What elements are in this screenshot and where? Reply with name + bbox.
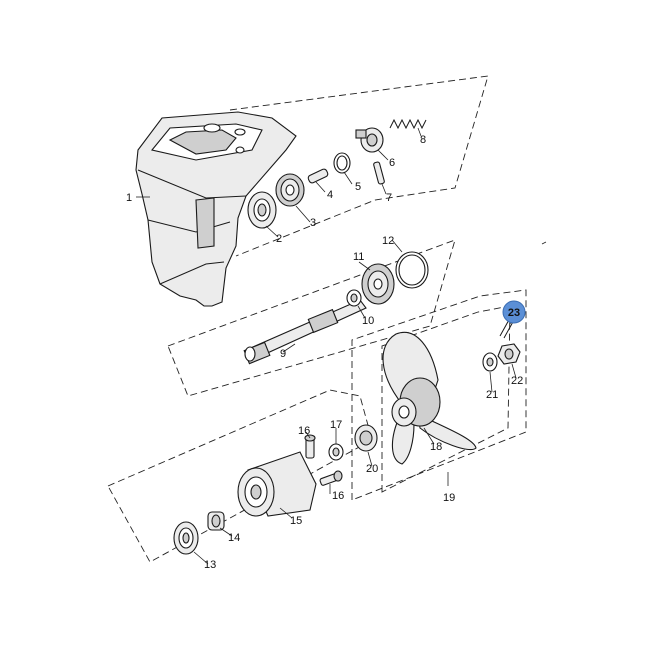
callout-9: 9 xyxy=(280,348,286,360)
group-housing-dashed-boundary xyxy=(107,389,373,563)
callout-11: 11 xyxy=(353,251,364,263)
gear-case-part[interactable] xyxy=(135,111,297,307)
callout-22: 22 xyxy=(511,375,523,387)
o-ring-12-part[interactable] xyxy=(395,251,429,289)
callout-8: 8 xyxy=(420,134,426,146)
callout-19: 19 xyxy=(443,492,455,504)
callout-23-highlight[interactable]: 23 xyxy=(502,300,526,324)
group-propeller-inner-dashed-boundary xyxy=(381,305,511,493)
callout-20: 20 xyxy=(366,463,378,475)
washer-21-part[interactable] xyxy=(482,352,498,372)
callout-1: 1 xyxy=(126,192,132,204)
callout-6: 6 xyxy=(389,157,395,169)
callout-18: 18 xyxy=(430,441,442,453)
pin-7-part[interactable] xyxy=(373,161,385,185)
group-shaft-dashed-boundary xyxy=(167,239,456,397)
propeller-shaft-9-part[interactable] xyxy=(243,299,367,365)
pinion-gear-3-part[interactable] xyxy=(275,173,305,207)
callout-16-upper: 16 xyxy=(298,425,310,437)
spring-8-part[interactable] xyxy=(389,118,427,130)
thrust-washer-20-part[interactable] xyxy=(354,424,378,452)
callout-10: 10 xyxy=(362,315,374,327)
o-ring-5-part[interactable] xyxy=(333,152,351,174)
shaft-housing-15-part[interactable] xyxy=(237,451,317,517)
callout-21: 21 xyxy=(486,389,498,401)
pin-4-part[interactable] xyxy=(307,168,329,184)
group-upper-dashed-boundary xyxy=(229,75,489,257)
washer-17-part[interactable] xyxy=(328,443,344,461)
plunger-6-part[interactable] xyxy=(355,127,384,153)
bearing-13-part[interactable] xyxy=(173,521,199,555)
callout-23: 23 xyxy=(508,307,520,319)
forward-gear-11-part[interactable] xyxy=(361,263,395,305)
callout-2: 2 xyxy=(276,233,282,245)
margin-tick xyxy=(541,241,547,245)
bearing-2-part[interactable] xyxy=(247,191,277,229)
callout-7: 7 xyxy=(386,192,392,204)
group-propeller-dashed-boundary xyxy=(351,289,527,501)
callout-15: 15 xyxy=(290,515,302,527)
callout-4: 4 xyxy=(327,189,333,201)
bushing-14-part[interactable] xyxy=(207,511,225,531)
propeller-18-part[interactable] xyxy=(382,331,477,465)
leader-lines xyxy=(136,127,517,565)
callout-14: 14 xyxy=(228,532,240,544)
bolt-16-upper-part[interactable] xyxy=(304,434,316,459)
bolt-16-lower-part[interactable] xyxy=(319,470,343,486)
nut-22-part[interactable] xyxy=(497,343,521,365)
callout-23-badge xyxy=(502,300,526,324)
callout-3: 3 xyxy=(310,217,316,229)
callout-5: 5 xyxy=(355,181,361,193)
callout-13: 13 xyxy=(204,559,216,571)
callout-12: 12 xyxy=(382,235,394,247)
washer-10-part[interactable] xyxy=(346,289,362,307)
callout-17: 17 xyxy=(330,419,342,431)
callout-16-lower: 16 xyxy=(332,490,344,502)
